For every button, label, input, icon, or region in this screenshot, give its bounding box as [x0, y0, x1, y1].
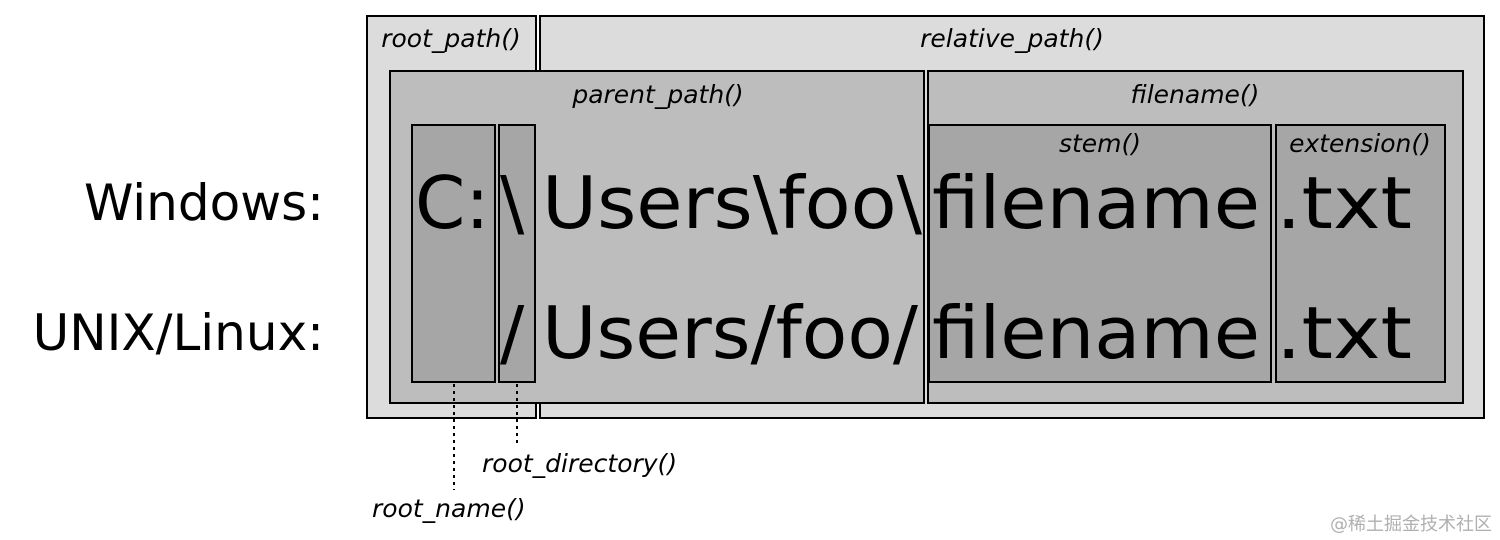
parent-path-label: parent_path() — [571, 80, 743, 109]
watermark: @稀土掘金技术社区 — [1330, 514, 1492, 535]
windows-root-directory: \ — [500, 161, 525, 245]
root-name-label: root_name() — [372, 494, 526, 523]
root-name-box — [411, 124, 496, 383]
windows-extension: .txt — [1276, 161, 1412, 245]
unix-root-directory: / — [500, 291, 525, 375]
windows-stem: filename — [932, 161, 1260, 245]
root-directory-box — [498, 124, 536, 383]
windows-parent-path: Users\foo\ — [542, 161, 923, 245]
root-path-label: root_path() — [381, 24, 521, 53]
unix-extension: .txt — [1276, 291, 1412, 375]
root-directory-label: root_directory() — [482, 449, 677, 478]
stem-label: stem() — [1059, 129, 1141, 158]
extension-label: extension() — [1289, 129, 1431, 158]
windows-row-label: Windows: — [84, 174, 324, 232]
unix-row-label: UNIX/Linux: — [33, 304, 324, 362]
extension-box — [1275, 124, 1446, 383]
unix-parent-path: Users/foo/ — [542, 291, 919, 375]
stem-box — [928, 124, 1272, 383]
unix-stem: filename — [932, 291, 1260, 375]
windows-root-name: C: — [415, 161, 490, 245]
filename-label: filename() — [1131, 80, 1260, 109]
relative-path-label: relative_path() — [920, 24, 1104, 53]
